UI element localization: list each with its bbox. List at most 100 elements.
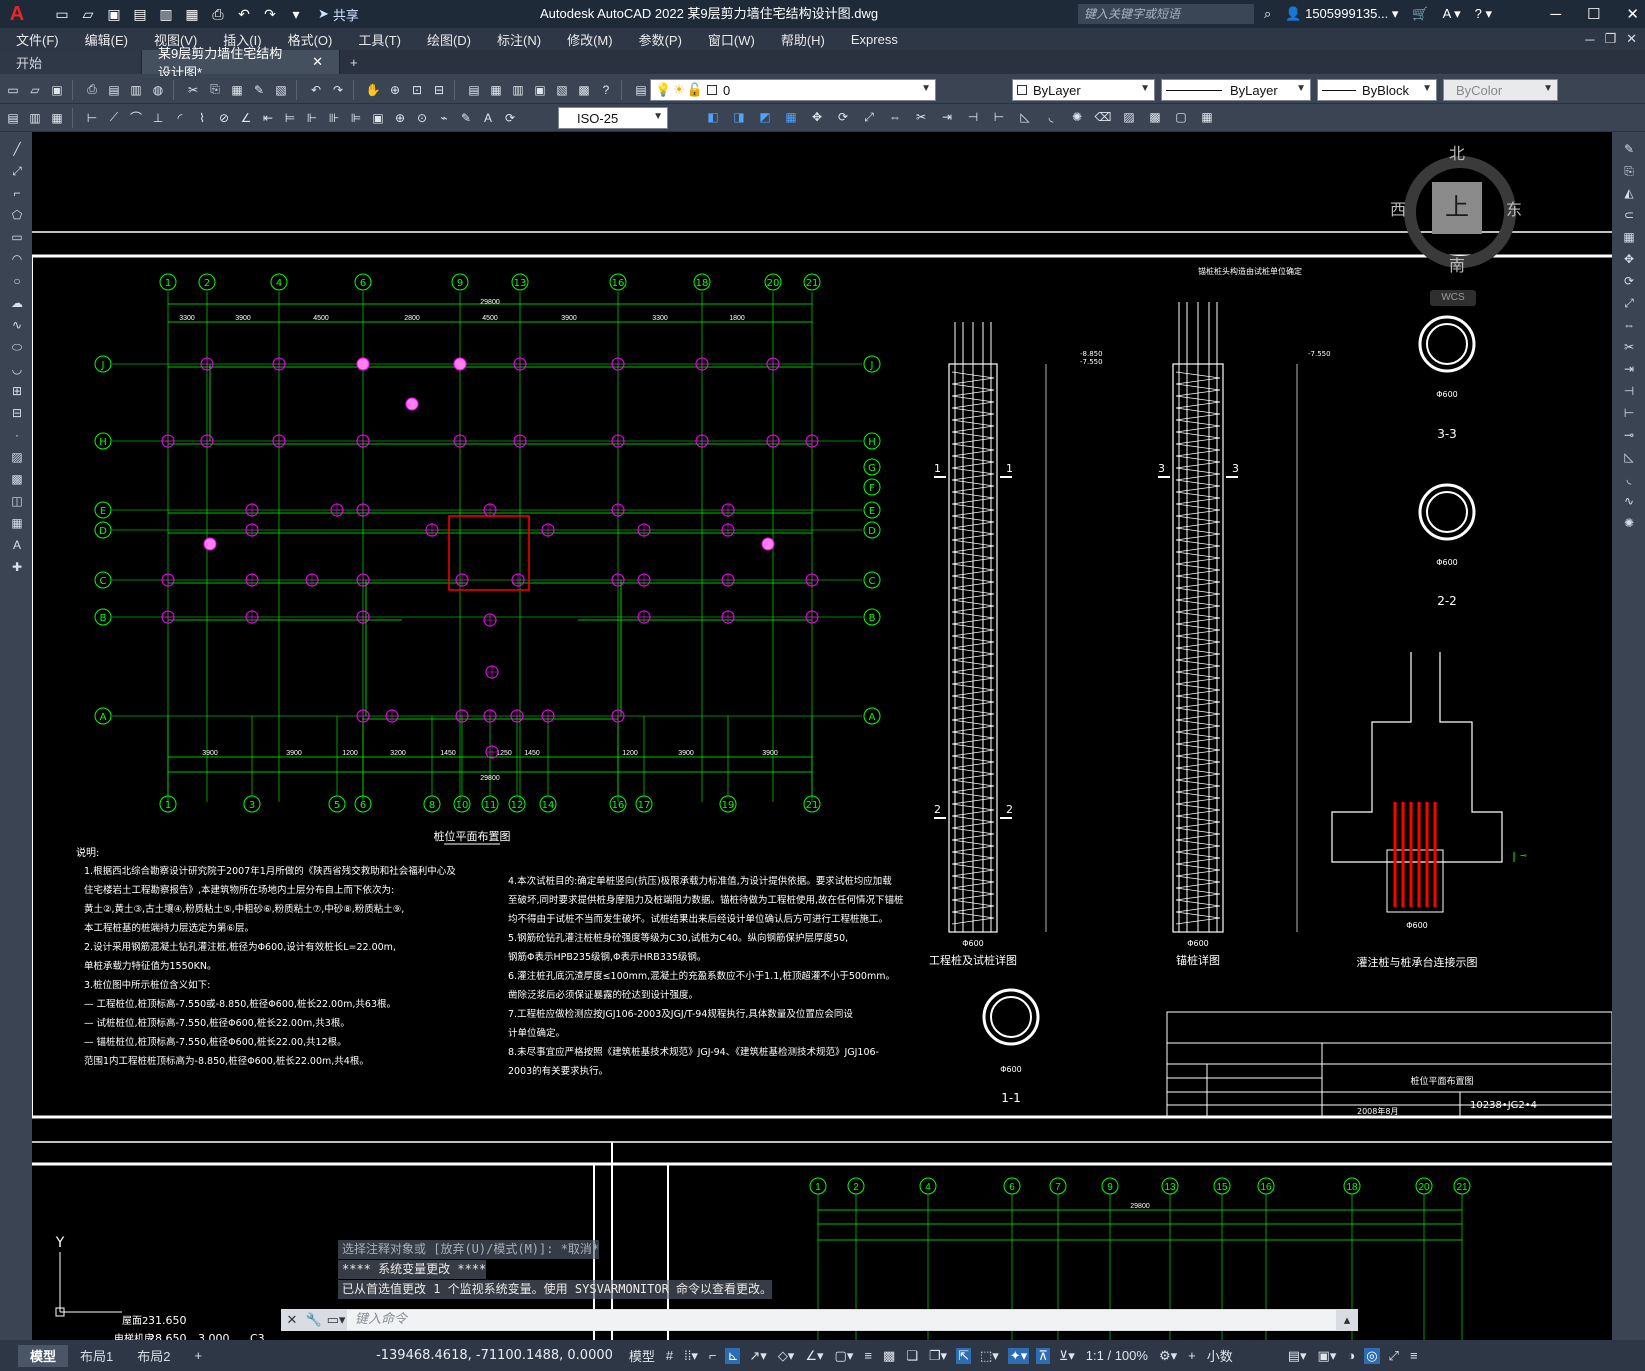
copy-icon[interactable]: ⎘: [1624, 163, 1634, 178]
doc-restore-icon[interactable]: ❐: [1604, 31, 1617, 46]
angular-dim-icon[interactable]: ∠: [240, 110, 252, 125]
baseline-dim-icon[interactable]: ⊨: [284, 110, 296, 125]
3d-osnap-icon[interactable]: ❐▾: [928, 1347, 948, 1363]
region-icon[interactable]: ◫: [11, 494, 23, 508]
markup-icon[interactable]: ▧: [556, 82, 568, 97]
arc-icon[interactable]: ◠: [11, 252, 23, 266]
ellipse-arc-icon[interactable]: ◡: [11, 362, 23, 376]
hatch-icon[interactable]: ▨: [1123, 110, 1135, 124]
model-space-toggle[interactable]: 模型: [628, 1349, 655, 1364]
compass-north[interactable]: 北: [1449, 146, 1466, 163]
match-properties-icon[interactable]: ✎: [253, 82, 265, 97]
cart-icon[interactable]: 🛒: [1412, 6, 1429, 21]
quick-dim-icon[interactable]: ⇤: [262, 110, 274, 125]
polar-icon[interactable]: ↗▾: [749, 1347, 767, 1363]
fillet-icon[interactable]: ◟: [1048, 110, 1054, 124]
fillet-icon[interactable]: ◟: [1626, 472, 1632, 486]
menu-file[interactable]: 文件(F): [16, 32, 59, 48]
radius-dim-icon[interactable]: ◜: [177, 110, 183, 125]
graphics-performance-icon[interactable]: ◎: [1364, 1347, 1380, 1364]
stretch-icon[interactable]: ⇔: [889, 110, 901, 124]
copy-object-icon[interactable]: ◧: [707, 110, 719, 124]
arc-length-icon[interactable]: ⌒: [129, 111, 142, 125]
cut-icon[interactable]: ✂: [187, 82, 199, 97]
isodraft-icon[interactable]: ◇▾: [777, 1347, 795, 1363]
tab-layout2[interactable]: 布局2: [137, 1349, 171, 1364]
layer-match-icon[interactable]: ▥: [29, 110, 41, 125]
continue-dim-icon[interactable]: ⊩: [306, 110, 318, 125]
transparency-icon[interactable]: ▩: [882, 1347, 896, 1363]
copy-icon[interactable]: ⎘: [210, 82, 220, 96]
array-icon[interactable]: ▦: [785, 110, 797, 124]
tab-start[interactable]: 开始: [0, 50, 142, 74]
array-icon[interactable]: ▦: [1623, 230, 1635, 244]
gizmo-icon[interactable]: ✦▾: [1007, 1347, 1030, 1364]
design-center-icon[interactable]: ▦: [490, 82, 502, 97]
lineweight-dropdown[interactable]: ByBlock ▼: [1317, 79, 1437, 101]
customize-command-icon[interactable]: 🔧: [305, 1312, 323, 1327]
new-file-icon[interactable]: ▭: [55, 5, 69, 22]
join-icon[interactable]: ⊸: [1623, 428, 1635, 442]
zoom-window-icon[interactable]: ⊡: [411, 82, 423, 97]
layer-dropdown[interactable]: 💡 ☀ 🔓 0 ▼: [650, 79, 936, 101]
command-prompt-icon[interactable]: ▭▾: [326, 1312, 346, 1327]
maximize-icon[interactable]: ☐: [1586, 6, 1601, 23]
gradient-icon[interactable]: ▩: [1149, 110, 1161, 124]
block-editor-icon[interactable]: ▧: [275, 82, 287, 97]
publish-icon[interactable]: ▥: [130, 82, 142, 97]
open-icon[interactable]: ▱: [30, 82, 40, 97]
diameter-dim-icon[interactable]: ⊘: [218, 110, 230, 125]
table-icon[interactable]: ▦: [11, 516, 23, 530]
chamfer-icon[interactable]: ◺: [1020, 110, 1030, 124]
gradient-icon[interactable]: ▩: [11, 472, 23, 486]
mirror-icon[interactable]: ◨: [733, 110, 745, 124]
doc-close-icon[interactable]: ✕: [1626, 31, 1637, 46]
center-mark-icon[interactable]: ⊕: [394, 110, 406, 125]
linear-dim-icon[interactable]: ⊢: [86, 110, 98, 125]
plot-icon[interactable]: ⎙: [87, 82, 97, 96]
menu-express[interactable]: Express: [850, 31, 898, 47]
lock-ui-icon[interactable]: ▣▾: [1317, 1347, 1337, 1363]
open-folder-icon[interactable]: ▱: [82, 5, 94, 22]
circle-icon[interactable]: ○: [13, 274, 21, 288]
rectangle-icon[interactable]: ▭: [11, 230, 23, 244]
redo-icon[interactable]: ↷: [264, 5, 276, 22]
auto-scale-icon[interactable]: ⊻▾: [1058, 1347, 1075, 1363]
layer-properties-icon[interactable]: ▤: [635, 82, 647, 97]
ortho-icon[interactable]: ⊾: [725, 1347, 741, 1364]
ellipse-icon[interactable]: ⬭: [11, 339, 23, 354]
tab-drawing[interactable]: 某9层剪力墙住宅结构设计图*✕: [142, 46, 340, 80]
extend-icon[interactable]: ⇥: [941, 110, 953, 124]
dynamic-ucs-icon[interactable]: ⇱: [956, 1347, 971, 1364]
dimstyle-dropdown[interactable]: ISO-25 ▼: [558, 107, 668, 129]
mtext-icon[interactable]: A: [12, 538, 21, 552]
save-icon[interactable]: ▣: [107, 5, 121, 22]
customization-icon[interactable]: ≡: [1409, 1348, 1418, 1363]
polygon-icon[interactable]: ⬠: [11, 208, 23, 222]
line-icon[interactable]: ╱: [13, 142, 21, 156]
undo-icon[interactable]: ↶: [310, 82, 322, 97]
add-selected-icon[interactable]: ✚: [11, 560, 23, 574]
layer-previous-icon[interactable]: ▦: [51, 110, 63, 125]
menu-tools[interactable]: 工具(T): [358, 32, 401, 48]
construction-line-icon[interactable]: ⤢: [12, 163, 22, 178]
sheet-set-icon[interactable]: ▣: [534, 82, 546, 97]
trim-icon[interactable]: ✂: [915, 110, 927, 124]
spline-icon[interactable]: ∿: [11, 318, 23, 332]
linetype-dropdown[interactable]: ByLayer ▼: [1161, 79, 1311, 101]
menu-draw[interactable]: 绘图(D): [426, 32, 472, 48]
insert-block-icon[interactable]: ⊞: [11, 384, 23, 398]
dim-text-edit-icon[interactable]: A: [483, 110, 492, 125]
menu-edit[interactable]: 编辑(E): [84, 32, 128, 48]
search-input[interactable]: 键入关键字或短语: [1078, 4, 1254, 24]
autocad-logo[interactable]: A: [9, 2, 25, 25]
zoom-previous-icon[interactable]: ⊟: [433, 82, 445, 97]
pan-icon[interactable]: ✋: [365, 82, 381, 97]
plot-preview-icon[interactable]: ▤: [108, 82, 120, 97]
annotation-scale[interactable]: 1:1 / 100%: [1085, 1348, 1148, 1363]
tab-layout1[interactable]: 布局1: [80, 1349, 114, 1364]
doc-minimize-icon[interactable]: ─: [1585, 31, 1595, 47]
object-snap-icon[interactable]: ▢▾: [834, 1347, 854, 1363]
dim-edit-icon[interactable]: ✎: [460, 110, 472, 125]
